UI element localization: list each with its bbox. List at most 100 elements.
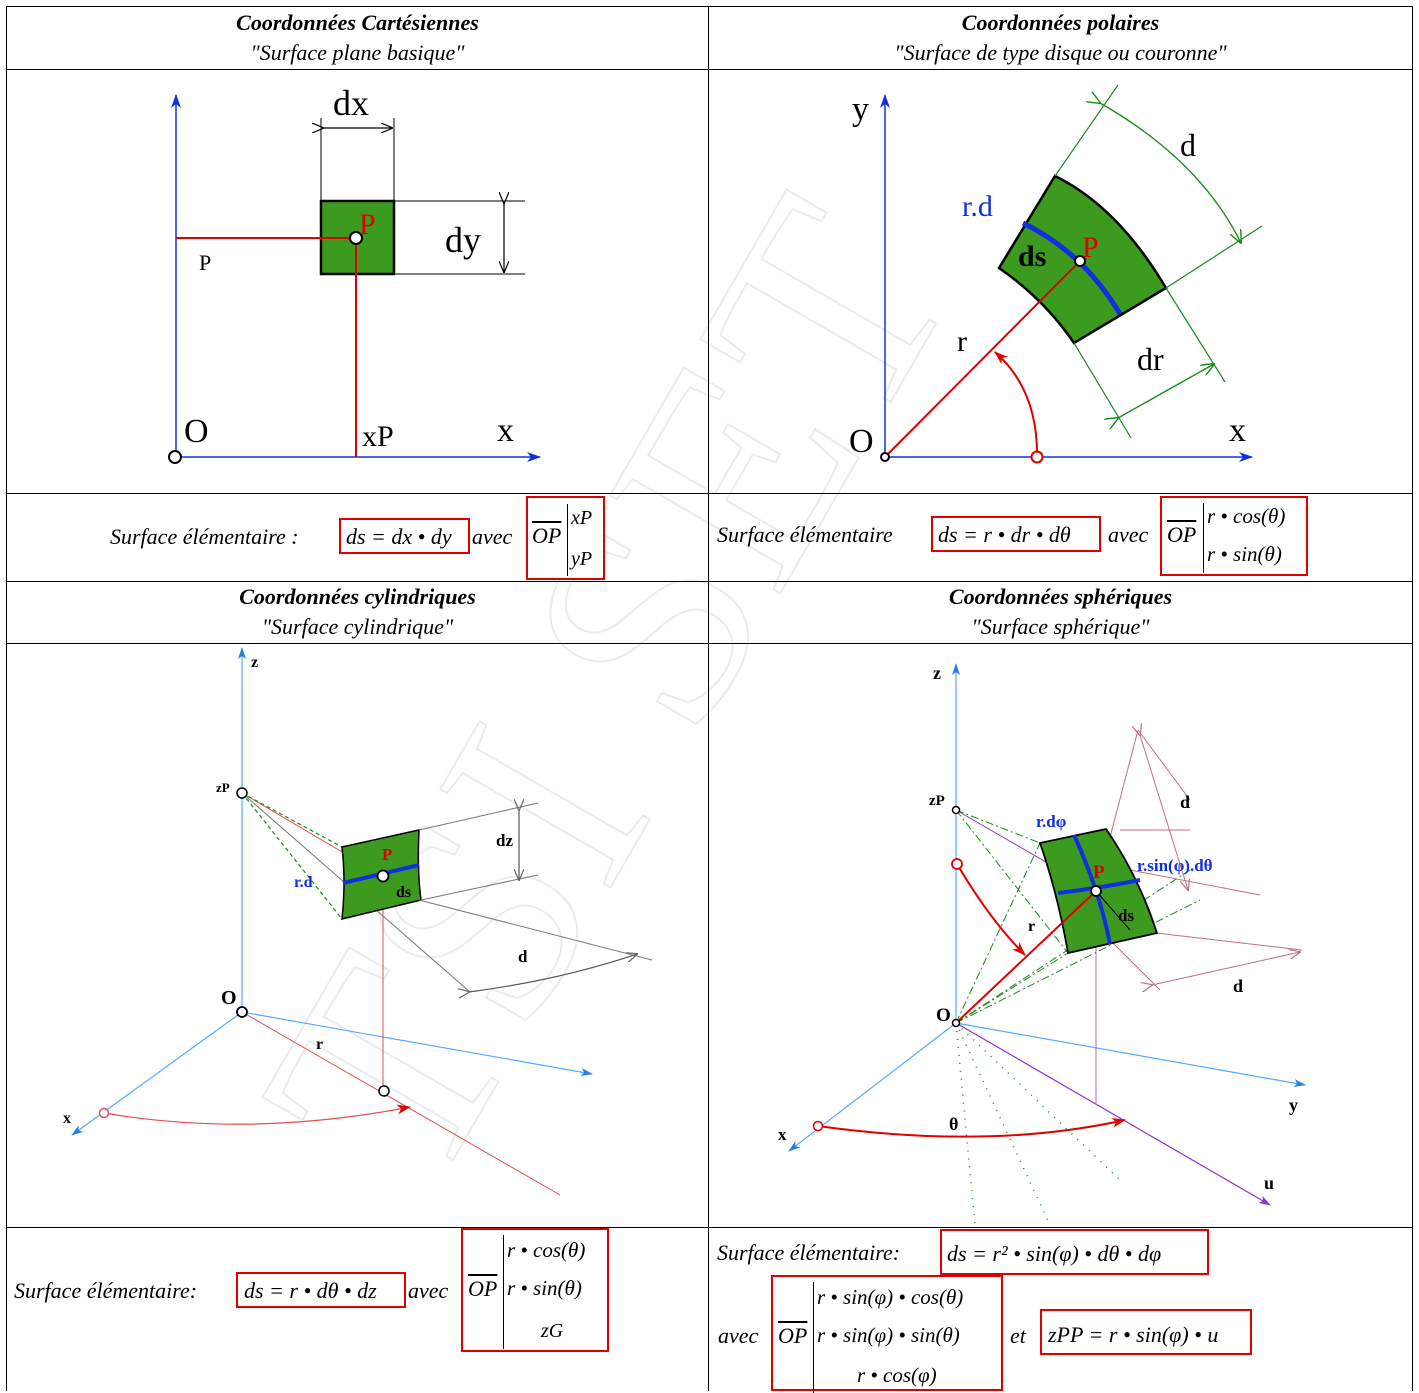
sph-label-u: u — [1264, 1173, 1274, 1193]
sph-label-O: O — [936, 1005, 951, 1026]
cyl-point-zP — [236, 787, 248, 799]
sph-label-x: x — [778, 1125, 787, 1144]
polar-label-y: y — [852, 91, 869, 128]
sph-theta-arc — [817, 1117, 1126, 1138]
grid-h2 — [6, 493, 1413, 494]
grid-h4 — [6, 643, 1413, 644]
cart-op-comp-1: yP — [571, 548, 593, 570]
sph-zpp-formula: zPP = r • sin(φ) • u — [1048, 1322, 1219, 1347]
sph-label-ds: ds — [1118, 906, 1134, 925]
polar-op-comp-1: r • sin(θ) — [1207, 542, 1282, 566]
sph-ds-formula: ds = r² • sin(φ) • dθ • dφ — [947, 1241, 1162, 1266]
cyl-op-comp-2: zG — [541, 1320, 564, 1342]
cart-avec: avec — [472, 524, 513, 549]
polar-radius — [884, 260, 1081, 458]
polar-op-comp-0: r • cos(θ) — [1207, 504, 1286, 528]
cyl-r-line — [241, 1011, 561, 1196]
watermark: TSI SET — [198, 149, 1017, 1234]
cyl-label-z: z — [251, 654, 258, 671]
sph-d1-dim — [1140, 735, 1188, 890]
cart-label-xP: xP — [362, 420, 394, 453]
cyl-formula-prefix: Surface élémentaire: — [14, 1278, 198, 1303]
cyl-y-axis — [241, 1011, 593, 1077]
watermark-text: TSI SET — [199, 150, 1016, 1233]
cart-label-yP: P — [199, 250, 211, 275]
grid-h5 — [6, 1227, 1413, 1228]
cart-op-comp-0: xP — [571, 507, 593, 529]
sph-u-axis — [955, 1022, 1271, 1206]
sph-label-z: z — [933, 663, 941, 683]
sph-phi-arc — [956, 863, 1026, 956]
cyl-label-dz: dz — [496, 831, 513, 850]
polar-label-O: O — [849, 423, 874, 460]
sph-point-zP — [951, 805, 961, 815]
polar-title: Coordonnées polaires "Surface de type di… — [709, 8, 1412, 68]
cyl-label-ds: ds — [396, 884, 411, 901]
polar-theta-arc — [994, 351, 1039, 458]
polar-avec: avec — [1108, 522, 1149, 547]
cart-op-label: OP — [532, 523, 562, 548]
polar-diagram: y d r.d ds P r dr O x — [849, 84, 1263, 464]
cyl-op-label: OP — [468, 1276, 498, 1301]
sph-y-axis — [955, 1022, 1306, 1088]
sph-origin — [951, 1018, 961, 1028]
sph-point-P — [1090, 885, 1102, 897]
cartesian-title-text: Coordonnées Cartésiennes — [236, 10, 479, 35]
cart-origin — [168, 450, 182, 464]
sph-radius — [955, 890, 1097, 1024]
polar-label-x: x — [1229, 412, 1246, 449]
cyl-point-P — [376, 869, 390, 883]
polar-op-label: OP — [1167, 522, 1197, 547]
polar-formula-prefix: Surface élémentaire — [717, 522, 893, 547]
cylindrical-title: Coordonnées cylindriques "Surface cylind… — [7, 582, 708, 642]
cyl-origin — [236, 1006, 248, 1018]
cart-label-P: P — [359, 208, 376, 241]
cylindrical-diagram: z zP dz P r.d ds d O r x — [63, 647, 653, 1196]
sph-op-box: OP r • sin(φ) • cos(θ) r • sin(φ) • sin(… — [771, 1275, 1003, 1393]
cyl-op-box: OP r • cos(θ) r • sin(θ) zG — [461, 1228, 609, 1352]
polar-label-dr: dr — [1137, 341, 1164, 377]
sph-label-rdphi: r.dφ — [1036, 812, 1067, 831]
grid-right — [1412, 6, 1413, 1391]
cyl-ds-formula: ds = r • dθ • dz — [244, 1278, 377, 1303]
polar-label-d: d — [1180, 127, 1196, 163]
spherical-subtitle: "Surface sphérique" — [971, 614, 1150, 639]
cart-label-x: x — [497, 412, 514, 449]
polar-label-r: r — [957, 325, 967, 358]
cart-label-dx: dx — [333, 83, 369, 123]
cylindrical-title-text: Coordonnées cylindriques — [239, 584, 476, 609]
cart-label-O: O — [184, 413, 209, 450]
sph-zpp-box: zPP = r • sin(φ) • u — [1040, 1309, 1252, 1355]
polar-dr-dim — [1118, 364, 1214, 418]
sph-op-comp-1: r • sin(φ) • sin(θ) — [817, 1323, 960, 1347]
sph-label-theta: θ — [949, 1114, 958, 1134]
cyl-label-d: d — [518, 947, 528, 966]
sph-label-d1: d — [1180, 792, 1190, 812]
grid-h1 — [6, 69, 1413, 70]
cyl-op-comp-1: r • sin(θ) — [507, 1276, 582, 1300]
polar-op-box: OP r • cos(θ) r • sin(θ) — [1160, 496, 1308, 576]
polar-subtitle: "Surface de type disque ou couronne" — [894, 40, 1227, 65]
sph-op-comp-2: r • cos(φ) — [857, 1363, 937, 1387]
cartesian-subtitle: "Surface plane basique" — [250, 40, 465, 65]
cyl-ds-box: ds = r • dθ • dz — [236, 1272, 406, 1308]
spherical-diagram: z zP d r.dφ P r.sin(φ).dθ ds r d O x θ y… — [778, 663, 1306, 1226]
cart-label-dy: dy — [445, 220, 481, 260]
polar-d-dim — [1100, 103, 1241, 243]
sph-label-zP: zP — [929, 793, 945, 809]
cyl-label-x: x — [63, 1110, 71, 1127]
grid-h3 — [6, 581, 1413, 582]
sph-label-rsin: r.sin(φ).dθ — [1137, 856, 1213, 875]
spherical-title-text: Coordonnées sphériques — [948, 584, 1173, 609]
cart-formula-prefix: Surface élémentaire : — [110, 524, 299, 549]
cyl-label-rd: r.d — [294, 874, 313, 891]
polar-point-P — [1074, 255, 1086, 267]
sph-label-d2: d — [1233, 976, 1243, 996]
sph-ds-box: ds = r² • sin(φ) • dθ • dφ — [940, 1229, 1209, 1275]
polar-label-P: P — [1082, 231, 1099, 264]
spherical-title: Coordonnées sphériques "Surface sphériqu… — [709, 582, 1412, 642]
sph-avec: avec — [718, 1323, 759, 1348]
cartesian-title: Coordonnées Cartésiennes "Surface plane … — [7, 8, 708, 68]
cart-point-P — [349, 231, 363, 245]
